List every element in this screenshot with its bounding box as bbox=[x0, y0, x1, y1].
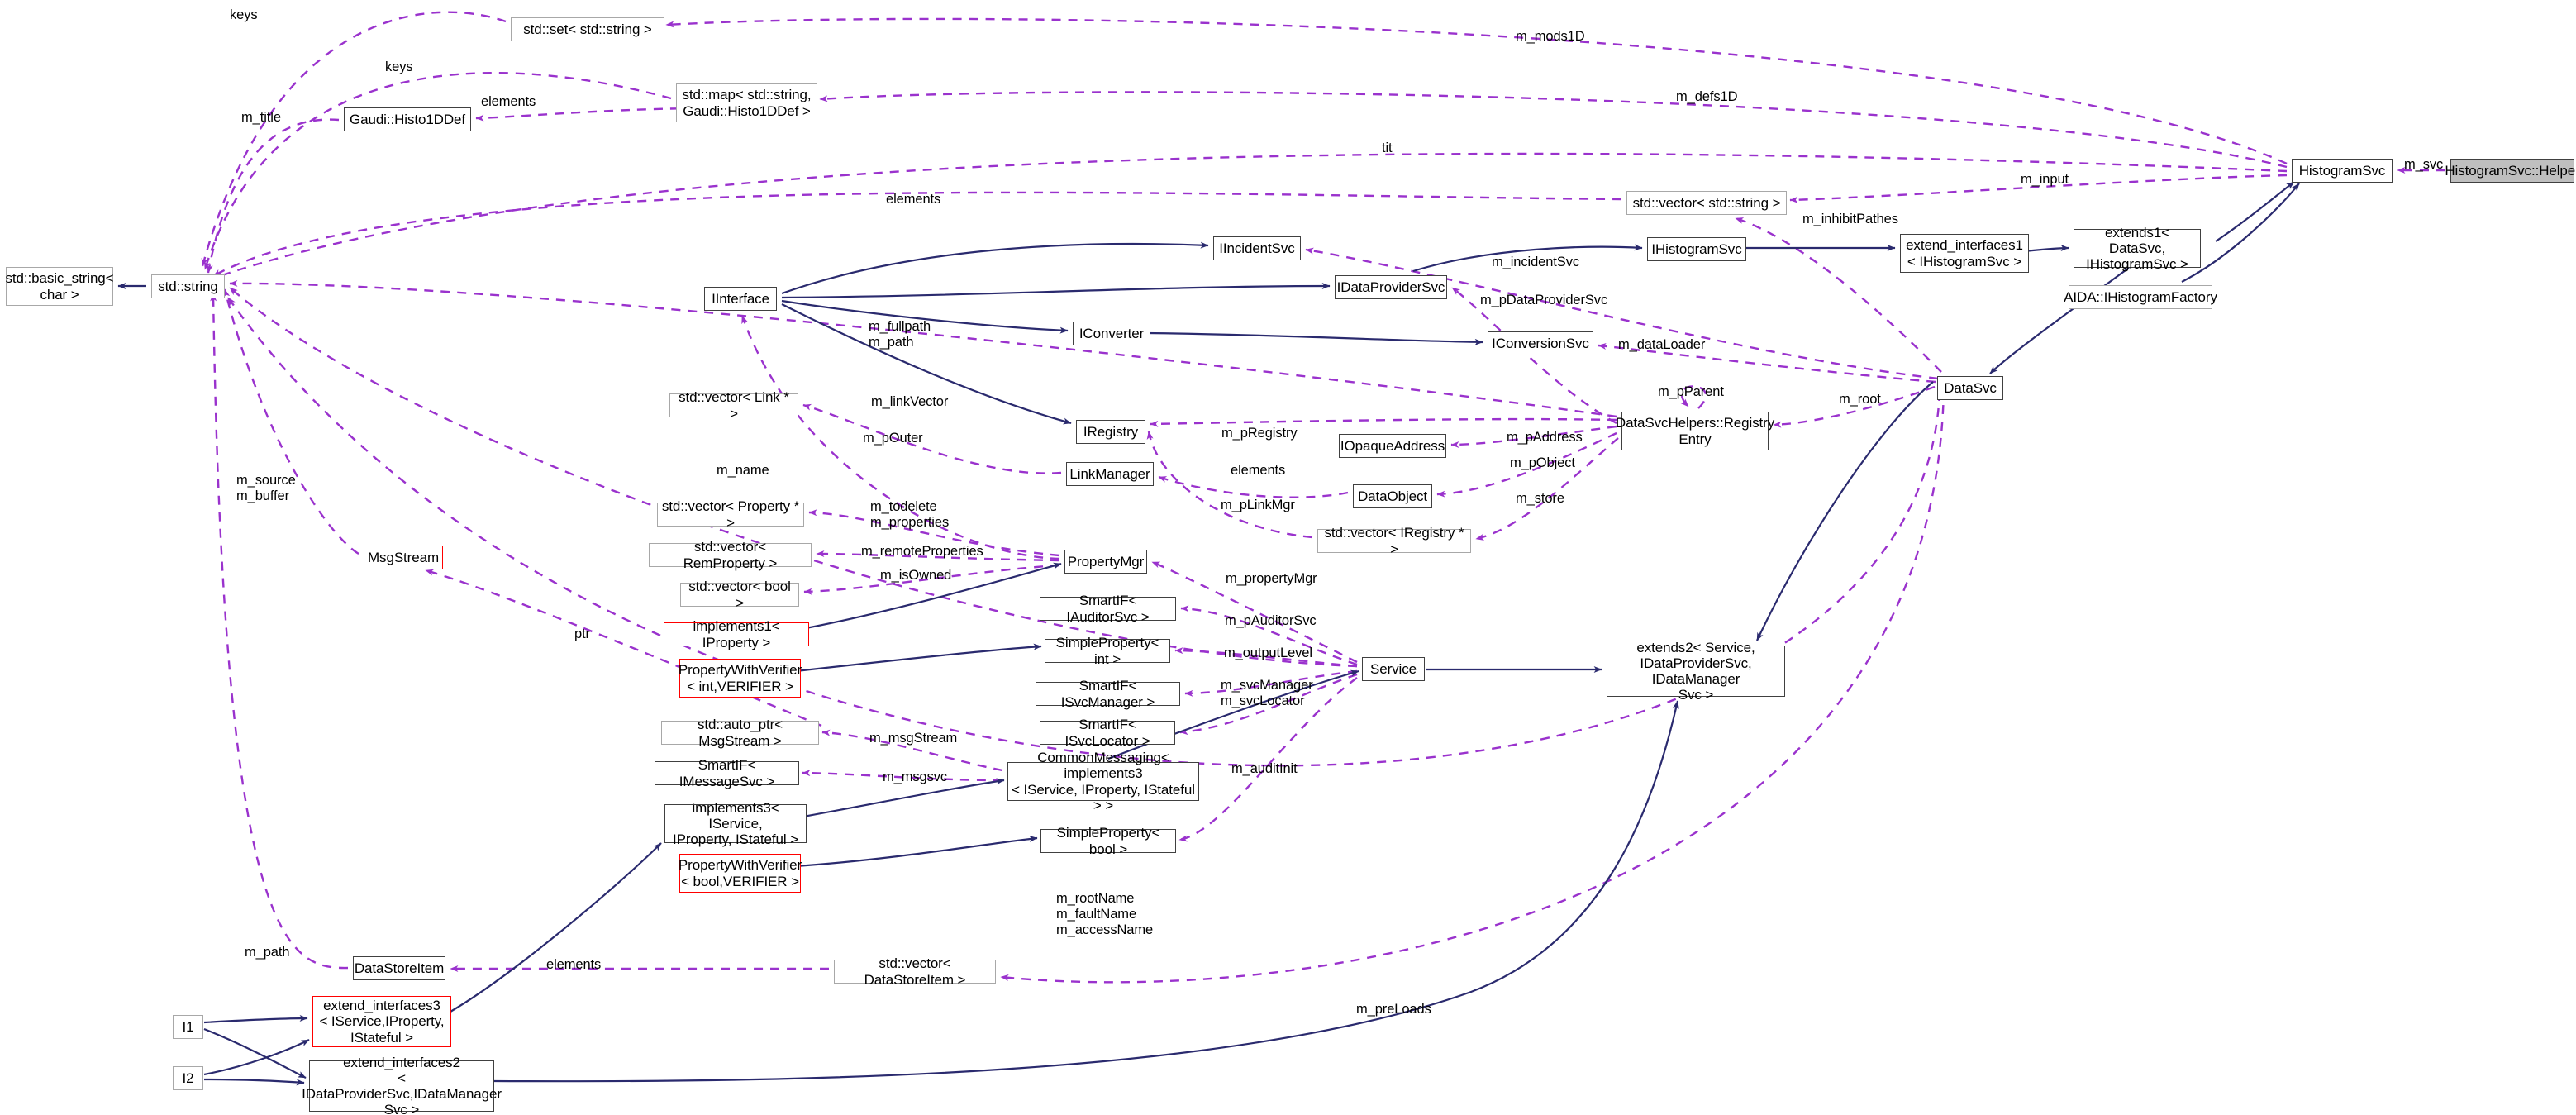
class-node-idataprovidersvc[interactable]: IDataProviderSvc bbox=[1335, 275, 1447, 299]
edge-label-root: m_root bbox=[1839, 392, 1881, 407]
class-node-vec_iregistry[interactable]: std::vector< IRegistry * > bbox=[1317, 525, 1471, 557]
class-node-ihistogramsvc[interactable]: IHistogramSvc bbox=[1647, 237, 1746, 261]
edge-label-defs1d: m_defs1D bbox=[1676, 89, 1738, 104]
class-node-simpleprop_bool[interactable]: SimpleProperty< bool > bbox=[1040, 825, 1176, 857]
class-node-implements1[interactable]: implements1< IProperty > bbox=[664, 618, 809, 650]
class-node-extend_if2[interactable]: extend_interfaces2 < IDataProviderSvc,ID… bbox=[302, 1054, 502, 1115]
class-node-iconverter[interactable]: IConverter bbox=[1073, 322, 1150, 345]
edge-label-svcmgr: m_svcManager m_svcLocator bbox=[1221, 678, 1313, 708]
edge-label-store: m_store bbox=[1516, 491, 1564, 506]
class-node-propverifier_int[interactable]: PropertyWithVerifier < int,VERIFIER > bbox=[679, 659, 802, 698]
edge-label-msvc: m_svc bbox=[2404, 157, 2444, 172]
class-node-iconversionsvc[interactable]: IConversionSvc bbox=[1488, 331, 1593, 355]
class-node-registryentry[interactable]: DataSvcHelpers::Registry Entry bbox=[1616, 412, 1774, 450]
edge-label-auditinit: m_auditInit bbox=[1231, 761, 1298, 776]
class-node-smartif_isvcmgr[interactable]: SmartIF< ISvcManager > bbox=[1036, 678, 1180, 710]
edge-label-pauditor: m_pAuditorSvc bbox=[1225, 613, 1317, 628]
edge-label-outlevel: m_outputLevel bbox=[1224, 646, 1312, 660]
edge-label-pparent: m_pParent bbox=[1658, 384, 1724, 399]
class-node-datasvc[interactable]: DataSvc bbox=[1937, 376, 2003, 400]
class-node-extend_if3[interactable]: extend_interfaces3 < IService,IProperty,… bbox=[312, 996, 451, 1047]
class-node-extends1_datasvc[interactable]: extends1< DataSvc, IHistogramSvc > bbox=[2074, 225, 2201, 272]
class-node-map_histo[interactable]: std::map< std::string, Gaudi::Histo1DDef… bbox=[676, 83, 817, 122]
edge-label-source: m_source m_buffer bbox=[236, 473, 296, 503]
edge-label-mods1d: m_mods1D bbox=[1516, 29, 1585, 44]
class-node-smartif_iauditor[interactable]: SmartIF< IAuditorSvc > bbox=[1040, 593, 1176, 625]
class-node-i1[interactable]: I1 bbox=[173, 1015, 203, 1039]
edge-label-elements1: elements bbox=[481, 94, 536, 109]
class-node-iopaqueaddress[interactable]: IOpaqueAddress bbox=[1339, 434, 1446, 458]
edge-label-pdps: m_pDataProviderSvc bbox=[1480, 293, 1608, 307]
edge-label-plinkmgr: m_pLinkMgr bbox=[1221, 498, 1295, 512]
edge-label-ptr: ptr bbox=[574, 627, 590, 641]
class-node-propverifier_bool[interactable]: PropertyWithVerifier < bool,VERIFIER > bbox=[679, 854, 802, 893]
edge-label-pobject: m_pObject bbox=[1510, 455, 1575, 470]
class-node-vec_bool[interactable]: std::vector< bool > bbox=[680, 579, 799, 611]
class-node-linkmanager[interactable]: LinkManager bbox=[1066, 462, 1154, 486]
edge-label-elements4: elements bbox=[546, 957, 602, 972]
class-node-simpleprop_int[interactable]: SimpleProperty< int > bbox=[1045, 635, 1170, 667]
class-node-aida_factory[interactable]: AIDA::IHistogramFactory bbox=[2064, 285, 2217, 309]
class-node-extends1[interactable]: extend_interfaces1 < IHistogramSvc > bbox=[1900, 234, 2029, 273]
edge-label-inhibit: m_inhibitPathes bbox=[1802, 212, 1898, 226]
class-node-basic_string[interactable]: std::basic_string< char > bbox=[6, 267, 114, 306]
edge-label-keys2: keys bbox=[385, 60, 413, 74]
class-node-msgstream[interactable]: MsgStream bbox=[364, 546, 443, 569]
class-node-autoptr_msgstream[interactable]: std::auto_ptr< MsgStream > bbox=[661, 717, 819, 749]
class-node-extends2[interactable]: extends2< Service, IDataProviderSvc, IDa… bbox=[1607, 640, 1785, 703]
class-node-string[interactable]: std::string bbox=[151, 274, 225, 298]
edge-label-mname: m_name bbox=[717, 463, 769, 478]
class-node-propertymgr[interactable]: PropertyMgr bbox=[1064, 550, 1147, 574]
class-node-vec_property[interactable]: std::vector< Property * > bbox=[657, 498, 804, 531]
edge-label-elements2: elements bbox=[886, 192, 941, 207]
edge-label-remoteprop: m_remoteProperties bbox=[861, 544, 983, 559]
edge-label-todelete: m_todelete m_properties bbox=[870, 499, 950, 530]
class-node-implements3[interactable]: implements3< IService, IProperty, IState… bbox=[664, 800, 807, 847]
class-node-service[interactable]: Service bbox=[1362, 657, 1425, 681]
class-node-dataobject[interactable]: DataObject bbox=[1353, 484, 1432, 508]
edge-label-msgsvc: m_msgsvc bbox=[883, 770, 948, 784]
edge-label-tit: tit bbox=[1382, 141, 1393, 155]
class-node-commonmessaging[interactable]: CommonMessaging< implements3 < IService,… bbox=[1007, 750, 1199, 813]
edge-label-paddress: m_pAddress bbox=[1507, 430, 1583, 445]
class-node-i2[interactable]: I2 bbox=[173, 1066, 203, 1090]
class-node-set_string[interactable]: std::set< std::string > bbox=[511, 17, 664, 41]
edge-label-elements3: elements bbox=[1231, 463, 1286, 478]
class-node-iregistry[interactable]: IRegistry bbox=[1076, 420, 1145, 444]
class-node-vec_link[interactable]: std::vector< Link * > bbox=[669, 389, 798, 422]
class-node-vec_string[interactable]: std::vector< std::string > bbox=[1626, 191, 1787, 215]
class-node-smartif_imsgsvc[interactable]: SmartIF< IMessageSvc > bbox=[655, 757, 799, 789]
edge-label-isowned: m_isOwned bbox=[880, 568, 952, 583]
class-node-iinterface[interactable]: IInterface bbox=[704, 287, 777, 311]
edge-label-linkvector: m_linkVector bbox=[871, 394, 949, 409]
class-node-histo1ddef[interactable]: Gaudi::Histo1DDef bbox=[344, 107, 471, 131]
edge-label-minput: m_input bbox=[2021, 172, 2069, 187]
class-node-helper[interactable]: HistogramSvc::Helper bbox=[2445, 159, 2576, 183]
edge-label-propmgr: m_propertyMgr bbox=[1226, 571, 1317, 586]
class-node-vec_datastoreitem[interactable]: std::vector< DataStoreItem > bbox=[834, 955, 996, 988]
edge-label-mtitle: m_title bbox=[241, 110, 281, 125]
edge-label-preloads: m_preLoads bbox=[1356, 1002, 1431, 1017]
edge-label-pregistry: m_pRegistry bbox=[1221, 426, 1298, 441]
edge-label-incsvc: m_incidentSvc bbox=[1492, 255, 1579, 269]
class-node-vec_remproperty[interactable]: std::vector< RemProperty > bbox=[649, 539, 812, 571]
class-node-iincidentsvc[interactable]: IIncidentSvc bbox=[1213, 236, 1301, 260]
class-node-histogramsvc[interactable]: HistogramSvc bbox=[2292, 159, 2393, 183]
class-node-datastoreitem[interactable]: DataStoreItem bbox=[353, 956, 445, 980]
edge-label-rootname: m_rootName m_faultName m_accessName bbox=[1056, 891, 1154, 937]
edge-label-mpath: m_path bbox=[245, 945, 290, 960]
edge-label-dataloader: m_dataLoader bbox=[1618, 337, 1706, 352]
class-node-smartif_isvcloc[interactable]: SmartIF< ISvcLocator > bbox=[1040, 717, 1175, 749]
edge-label-mfullpath: m_fullpath m_path bbox=[869, 319, 931, 350]
edge-label-pouter: m_pOuter bbox=[863, 431, 923, 446]
edge-label-msgstream: m_msgStream bbox=[869, 731, 958, 746]
edge-label-keys1: keys bbox=[230, 7, 258, 22]
